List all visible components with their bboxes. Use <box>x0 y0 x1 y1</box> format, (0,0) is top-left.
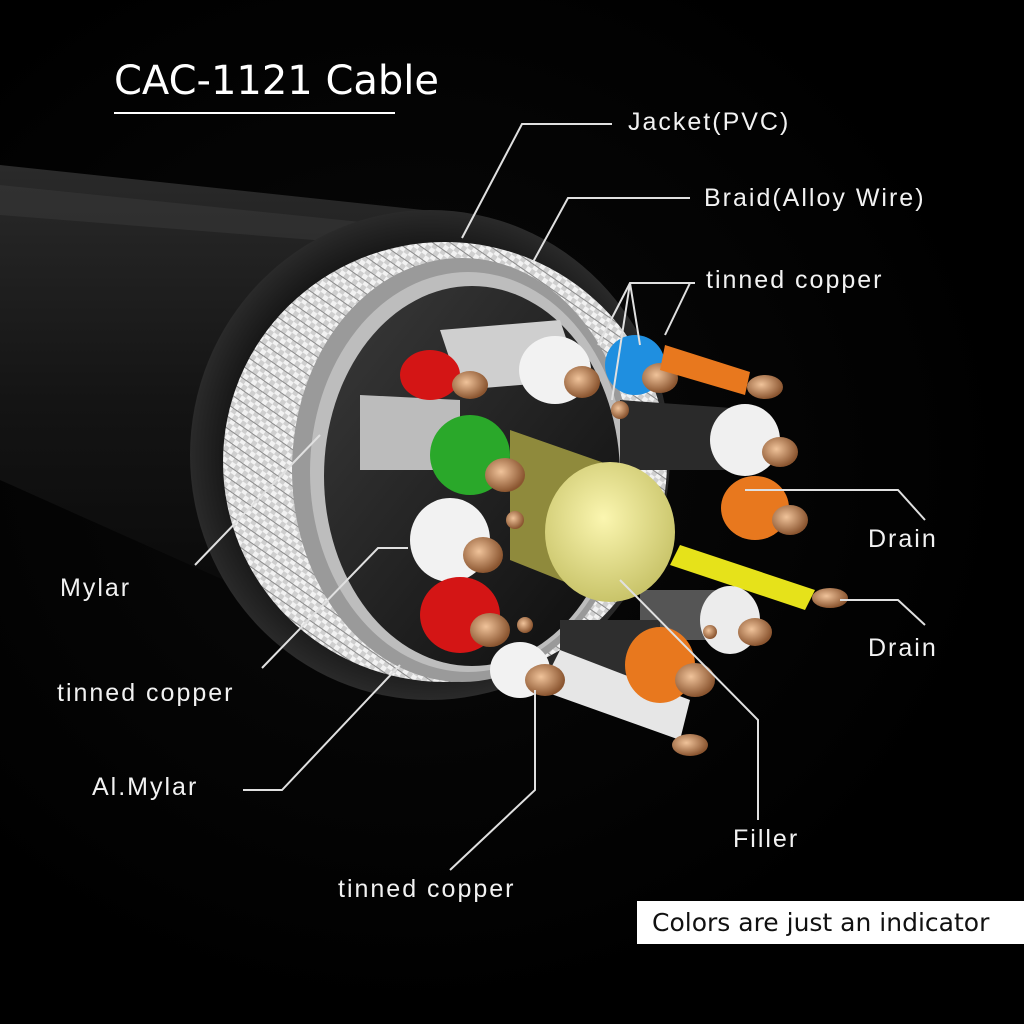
leader-tinned-bottom <box>449 690 536 871</box>
leader-tinned-left <box>261 547 408 669</box>
label-tinned-copper-left: tinned copper <box>57 679 235 707</box>
filler-rod <box>510 430 675 602</box>
leader-jacket <box>461 123 612 239</box>
leader-al-mylar <box>243 664 401 791</box>
leader-tinned-top-3 <box>664 282 691 336</box>
leader-braid <box>532 197 690 263</box>
leader-filler <box>619 579 759 820</box>
label-drain-2: Drain <box>868 634 938 662</box>
leader-tinned-top-2 <box>629 282 641 346</box>
label-tinned-copper-bottom: tinned copper <box>338 875 516 903</box>
color-disclaimer-note: Colors are just an indicator <box>637 901 1024 944</box>
label-al-mylar: Al.Mylar <box>92 773 199 801</box>
leader-mylar <box>194 434 321 566</box>
leader-tinned-top-4 <box>611 282 631 401</box>
label-filler: Filler <box>733 825 800 853</box>
label-drain-1: Drain <box>868 525 938 553</box>
page-title: CAC-1121 Cable <box>114 58 440 104</box>
leader-drain-1 <box>745 489 926 521</box>
label-braid: Braid(Alloy Wire) <box>704 184 926 212</box>
leader-drain-2 <box>840 599 926 626</box>
label-mylar: Mylar <box>60 574 132 602</box>
title-underline <box>114 112 395 114</box>
label-jacket: Jacket(PVC) <box>628 108 791 136</box>
leader-lines <box>194 123 926 871</box>
label-tinned-copper-top: tinned copper <box>706 266 884 294</box>
